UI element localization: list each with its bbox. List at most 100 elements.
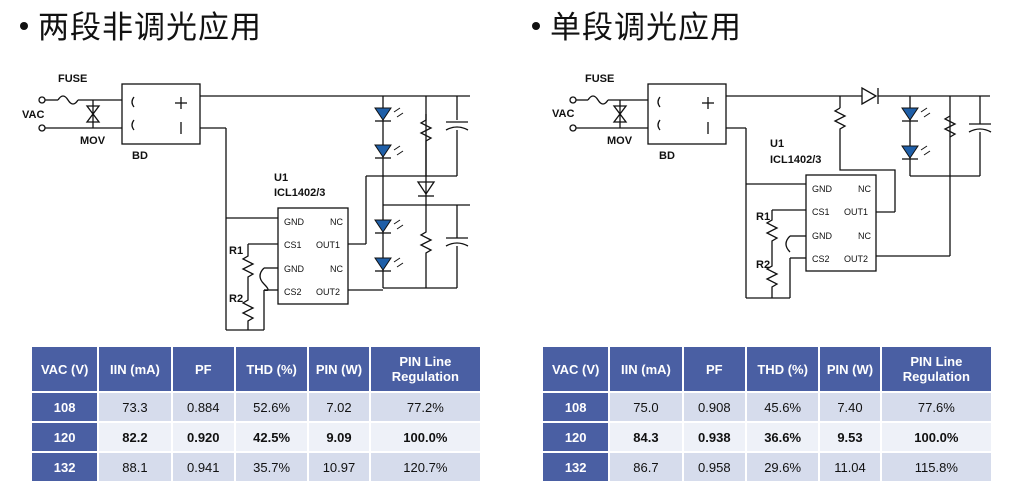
fuse-symbol [57,95,79,105]
table-cell: 9.09 [309,423,369,451]
col-header: PIN (W) [309,347,369,391]
ic-u1 [277,207,349,305]
pin-cs2: CS2 [284,287,302,297]
table-cell: 36.6% [747,423,819,451]
table-cell: 10.97 [309,453,369,481]
table-row: 108 73.3 0.884 52.6% 7.02 77.2% [32,393,480,421]
table-cell: 100.0% [370,423,480,451]
col-header: IIN (mA) [99,347,171,391]
table-cell: 0.908 [683,393,745,421]
table-cell: 132 [543,453,609,481]
pin-out1: OUT1 [316,240,340,250]
col-header: PIN (W) [820,347,880,391]
table-cell: 0.884 [172,393,234,421]
table-cell: 0.920 [172,423,234,451]
bridge-rectifier [121,83,201,145]
led-string [901,107,931,160]
table-cell: 132 [32,453,98,481]
table-cell: 120 [32,423,98,451]
fuse-label: FUSE [58,73,87,85]
ic-part-label: ICL1402/3 [274,187,325,199]
pin-gnd: GND [812,184,833,194]
r2-label: R2 [229,293,243,305]
table-cell: 42.5% [235,423,308,451]
table-cell: 120 [543,423,609,451]
table-cell: 52.6% [235,393,308,421]
u1-label: U1 [274,172,288,184]
led-string-2 [374,219,404,272]
vac-label: VAC [552,108,574,120]
table-cell: 0.938 [683,423,745,451]
col-header: PF [172,347,234,391]
table-cell: 77.2% [370,393,480,421]
right-data-table: VAC (V) IIN (mA) PF THD (%) PIN (W) PIN … [541,345,993,483]
table-cell: 115.8% [881,453,991,481]
diode-symbol [416,181,436,196]
pin-nc: NC [858,231,871,241]
ic-part-label: ICL1402/3 [770,154,821,166]
pin-gnd: GND [812,231,833,241]
table-cell: 88.1 [99,453,171,481]
table-row: 132 88.1 0.941 35.7% 10.97 120.7% [32,453,480,481]
mov-label: MOV [607,135,633,147]
table-cell: 82.2 [99,423,171,451]
table-cell: 108 [32,393,98,421]
col-header: PIN Line Regulation [370,347,480,391]
table-cell: 108 [543,393,609,421]
pin-cs1: CS1 [284,240,302,250]
col-header: THD (%) [747,347,819,391]
col-header: THD (%) [235,347,308,391]
bd-label: BD [659,150,675,162]
pin-cs2: CS2 [812,254,830,264]
fuse-symbol [587,95,609,105]
pin-gnd: GND [284,264,305,274]
fuse-label: FUSE [585,73,614,85]
bullet-icon [20,21,28,30]
pin-nc: NC [330,217,343,227]
right-title: 单段调光应用 [532,2,742,47]
table-row: 132 86.7 0.958 29.6% 11.04 115.8% [543,453,991,481]
pin-nc: NC [330,264,343,274]
table-cell: 7.02 [309,393,369,421]
col-header: VAC (V) [543,347,609,391]
col-header: PIN Line Regulation [881,347,991,391]
table-cell: 9.53 [820,423,880,451]
mov-symbol [612,105,628,123]
table-cell: 0.941 [172,453,234,481]
table-cell: 45.6% [747,393,819,421]
table-cell: 77.6% [881,393,991,421]
col-header: PF [683,347,745,391]
mov-symbol [85,105,101,123]
left-title: 两段非调光应用 [20,2,262,47]
table-cell: 73.3 [99,393,171,421]
bd-label: BD [132,150,148,162]
diode-symbol [861,86,878,106]
led-string-1 [374,107,404,159]
ic-u1 [805,174,877,272]
table-cell: 35.7% [235,453,308,481]
table-header-row: VAC (V) IIN (mA) PF THD (%) PIN (W) PIN … [543,347,991,391]
vac-label: VAC [22,109,44,121]
pin-out1: OUT1 [844,207,868,217]
table-cell: 100.0% [881,423,991,451]
pin-nc: NC [858,184,871,194]
pin-out2: OUT2 [316,287,340,297]
bridge-rectifier [647,83,727,145]
table-cell: 7.40 [820,393,880,421]
pin-out2: OUT2 [844,254,868,264]
bullet-icon [532,21,540,30]
table-row: 120 84.3 0.938 36.6% 9.53 100.0% [543,423,991,451]
table-cell: 84.3 [610,423,682,451]
u1-label: U1 [770,138,784,150]
table-row: 108 75.0 0.908 45.6% 7.40 77.6% [543,393,991,421]
table-cell: 86.7 [610,453,682,481]
col-header: VAC (V) [32,347,98,391]
table-cell: 120.7% [370,453,480,481]
mov-label: MOV [80,135,106,147]
col-header: IIN (mA) [610,347,682,391]
table-header-row: VAC (V) IIN (mA) PF THD (%) PIN (W) PIN … [32,347,480,391]
left-data-table: VAC (V) IIN (mA) PF THD (%) PIN (W) PIN … [30,345,482,483]
table-cell: 11.04 [820,453,880,481]
